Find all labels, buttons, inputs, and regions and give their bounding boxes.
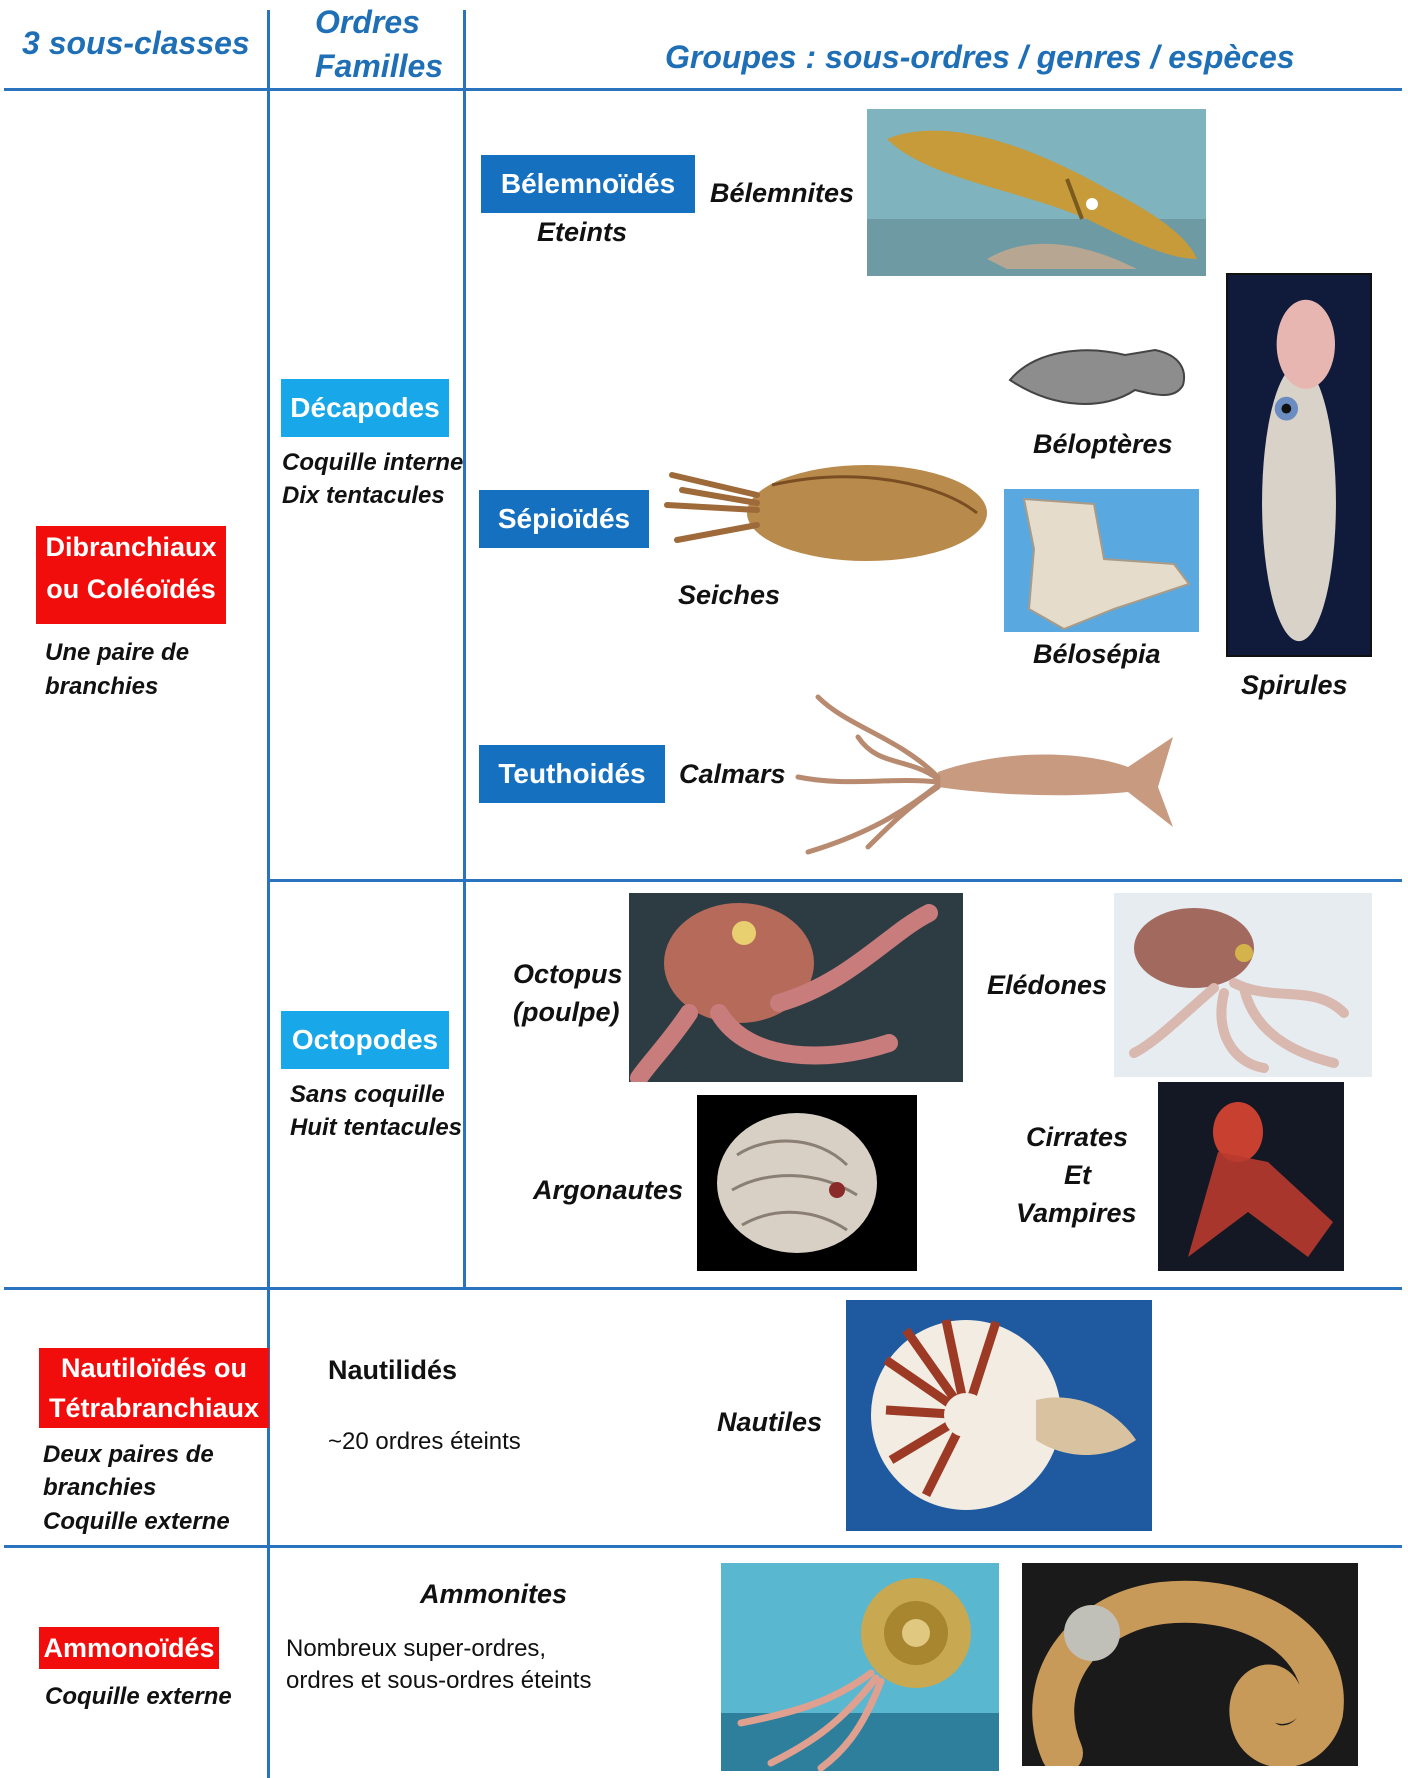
suborder-belemnoides-note: Eteints bbox=[537, 215, 627, 249]
header-families: Familles bbox=[315, 44, 443, 88]
group-nautiles-label: Nautiles bbox=[717, 1405, 822, 1439]
octopus-photo bbox=[629, 893, 963, 1082]
column-divider-1 bbox=[267, 10, 270, 1778]
cuttlefish-photo bbox=[662, 455, 992, 570]
group-argonautes-label: Argonautes bbox=[533, 1173, 683, 1207]
order-nautilides-name: Nautilidés bbox=[328, 1355, 457, 1386]
nautilus-photo bbox=[846, 1300, 1152, 1531]
subclass-nautiloides-name-1: Nautiloïdés ou bbox=[39, 1348, 269, 1388]
argonaut-photo bbox=[697, 1095, 917, 1271]
group-cirrates-label-3: Vampires bbox=[1016, 1196, 1137, 1230]
subclass-dibranchiaux-note-1: Une paire de bbox=[45, 636, 189, 670]
group-eledones-label: Elédones bbox=[987, 968, 1107, 1002]
subclass-ammonoides-note: Coquille externe bbox=[45, 1680, 232, 1714]
subclass-ammonoides-box: Ammonoïdés bbox=[39, 1627, 219, 1669]
beloptera-fossil-photo bbox=[1005, 340, 1190, 415]
order-octopodes-note-1: Sans coquille bbox=[290, 1078, 445, 1112]
nautiloides-ammonoides-divider bbox=[4, 1545, 1402, 1548]
group-calmars-label: Calmars bbox=[679, 757, 786, 791]
order-octopodes-note-2: Huit tentacules bbox=[290, 1111, 462, 1145]
order-ammonites-note-1: Nombreux super-ordres, bbox=[286, 1632, 546, 1665]
group-belosepia-label: Bélosépia bbox=[1033, 637, 1161, 671]
subclass-dibranchiaux-box: Dibranchiaux ou Coléoïdés bbox=[36, 526, 226, 624]
vampire-squid-photo bbox=[1158, 1082, 1344, 1271]
group-octopus-label-1: Octopus bbox=[513, 957, 623, 991]
header-divider bbox=[4, 88, 1402, 91]
suborder-sepioides-box: Sépioïdés bbox=[479, 490, 649, 548]
subclass-dibranchiaux-note-2: branchies bbox=[45, 670, 158, 704]
decapodes-octopodes-divider bbox=[268, 879, 1402, 882]
subclass-nautiloides-note-1: Deux paires de bbox=[43, 1438, 214, 1472]
suborder-teuthoides-box: Teuthoidés bbox=[479, 745, 665, 803]
group-cirrates-label-2: Et bbox=[1064, 1158, 1091, 1192]
dibranchiaux-nautiloides-divider bbox=[4, 1287, 1402, 1290]
order-decapodes-box: Décapodes bbox=[281, 379, 449, 437]
order-ammonites-name: Ammonites bbox=[420, 1577, 567, 1611]
group-belopteres-label: Béloptères bbox=[1033, 427, 1173, 461]
subclass-nautiloides-note-3: Coquille externe bbox=[43, 1505, 230, 1539]
subclass-nautiloides-box: Nautiloïdés ou Tétrabranchiaux bbox=[39, 1348, 269, 1428]
group-cirrates-label-1: Cirrates bbox=[1026, 1120, 1128, 1154]
order-decapodes-note-1: Coquille interne bbox=[282, 446, 463, 480]
belosepia-fossil-photo bbox=[1004, 489, 1199, 632]
column-divider-2 bbox=[463, 10, 466, 1287]
order-ammonites-note-2: ordres et sous-ordres éteints bbox=[286, 1664, 591, 1697]
group-spirules-label: Spirules bbox=[1241, 668, 1348, 702]
group-octopus-label-2: (poulpe) bbox=[513, 995, 619, 1029]
ammonite-reconstruction-photo bbox=[721, 1563, 999, 1771]
header-groups: Groupes : sous-ordres / genres / espèces bbox=[665, 35, 1295, 79]
group-belemnites-label: Bélemnites bbox=[710, 176, 854, 210]
belemnite-photo bbox=[867, 109, 1206, 276]
header-subclasses: 3 sous-classes bbox=[22, 21, 250, 65]
subclass-dibranchiaux-name-2: ou Coléoïdés bbox=[36, 568, 226, 610]
order-decapodes-note-2: Dix tentacules bbox=[282, 479, 445, 513]
eledone-photo bbox=[1114, 893, 1372, 1077]
ammonite-fossil-photo bbox=[1022, 1563, 1358, 1766]
group-seiches-label: Seiches bbox=[678, 578, 780, 612]
order-octopodes-box: Octopodes bbox=[281, 1011, 449, 1069]
subclass-nautiloides-note-2: branchies bbox=[43, 1471, 156, 1505]
suborder-belemnoides-box: Bélemnoïdés bbox=[481, 155, 695, 213]
spirula-photo bbox=[1226, 273, 1372, 657]
header-orders: Ordres bbox=[315, 0, 420, 44]
subclass-dibranchiaux-name-1: Dibranchiaux bbox=[36, 526, 226, 568]
subclass-nautiloides-name-2: Tétrabranchiaux bbox=[39, 1388, 269, 1428]
squid-photo bbox=[788, 677, 1178, 862]
order-nautilides-note: ~20 ordres éteints bbox=[328, 1425, 521, 1458]
